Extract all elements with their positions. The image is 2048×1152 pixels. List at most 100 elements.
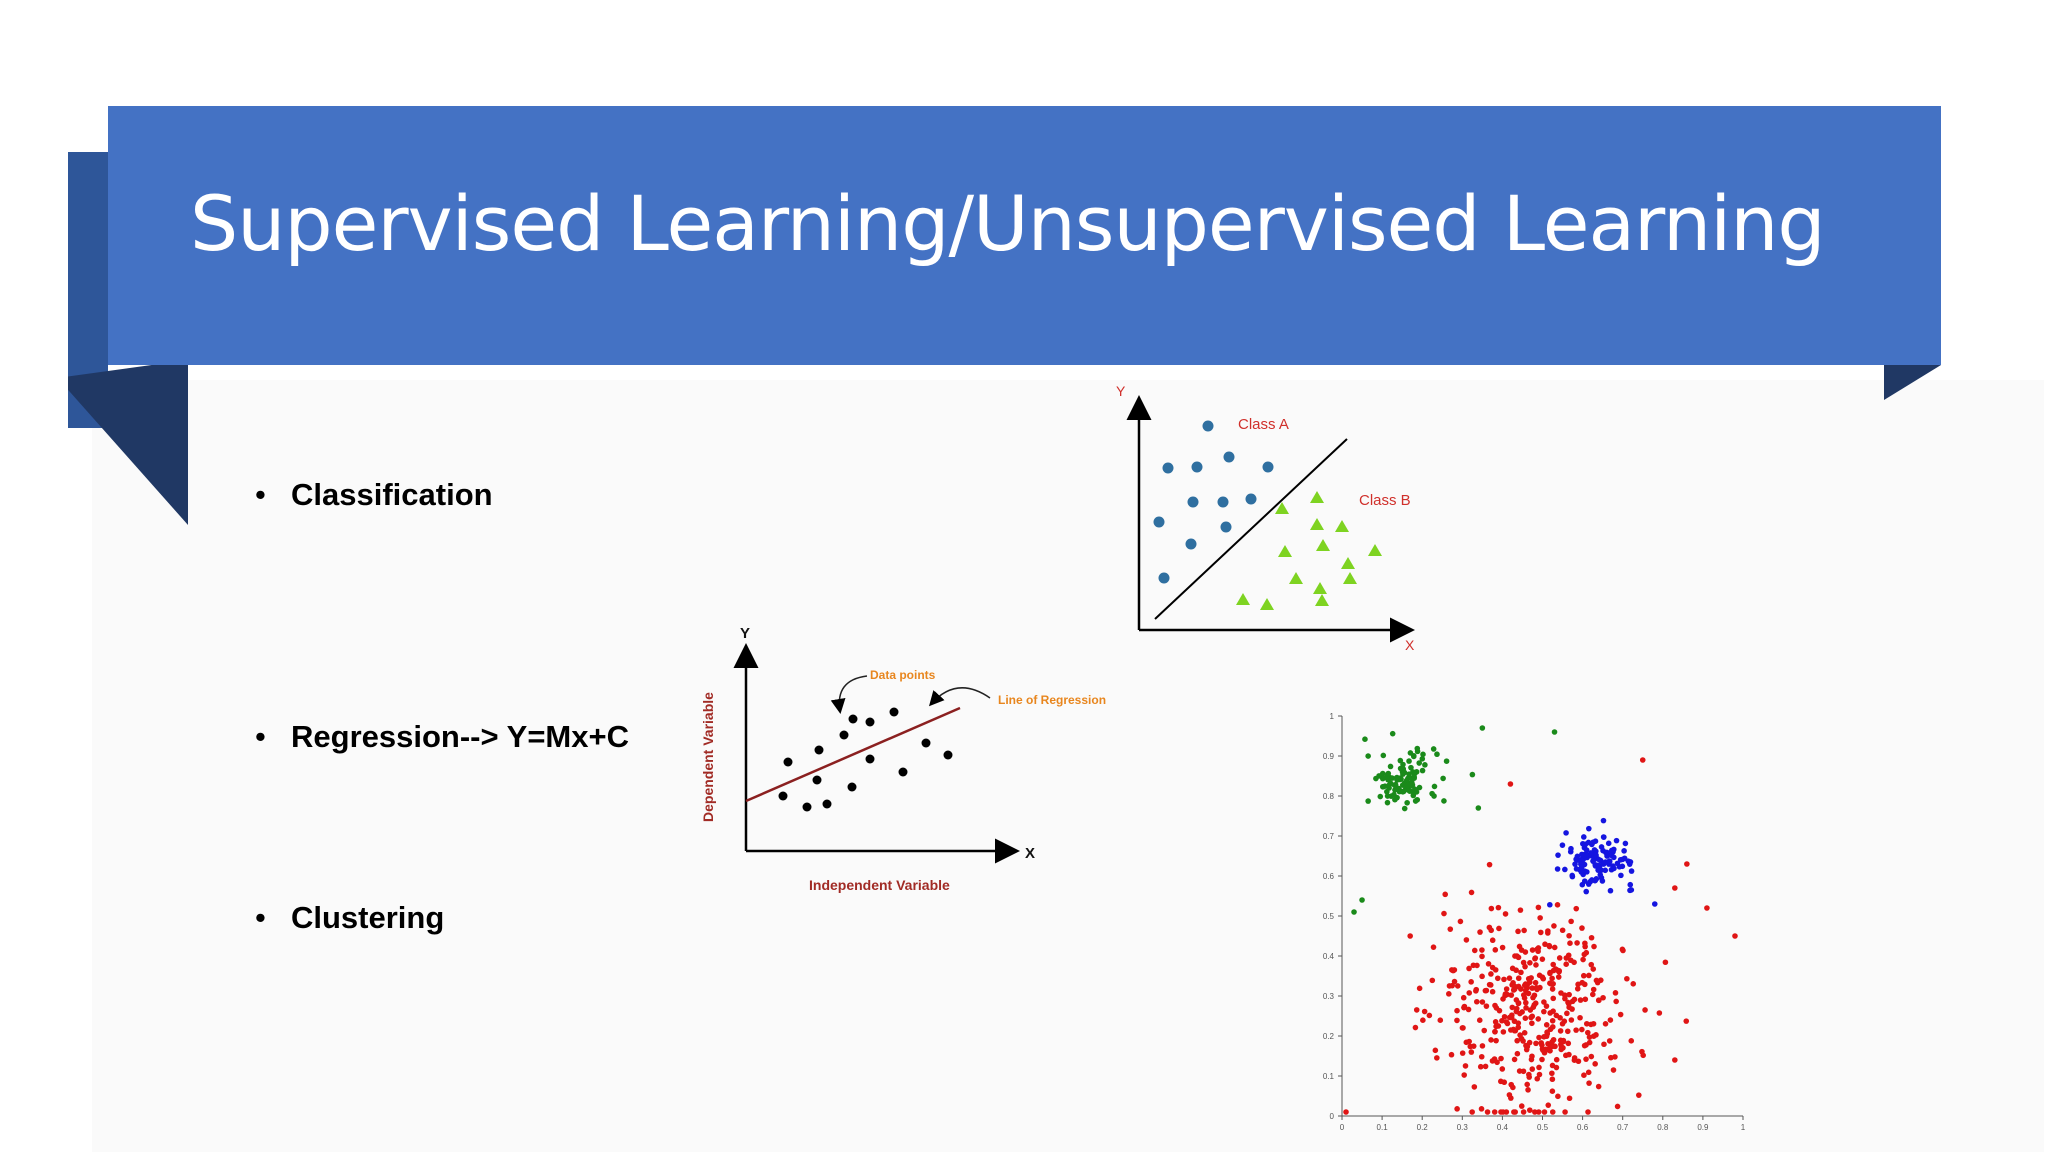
- cluster-point: [1416, 760, 1422, 766]
- cluster-point: [1624, 975, 1630, 982]
- cluster-point: [1579, 925, 1585, 931]
- cluster-point: [1377, 793, 1384, 800]
- cluster-point: [1383, 774, 1390, 781]
- class-b-point: [1260, 598, 1274, 610]
- cluster-point: [1419, 756, 1426, 762]
- class-a-point: [1262, 461, 1274, 473]
- cluster-point: [1553, 1064, 1560, 1071]
- cluster-point: [1577, 997, 1584, 1003]
- regression-point: [865, 754, 875, 764]
- cluster-point: [1470, 962, 1477, 969]
- cluster-point: [1586, 1080, 1592, 1086]
- cluster-point: [1538, 1040, 1545, 1046]
- cluster-point: [1557, 1028, 1564, 1034]
- cluster-point: [1451, 978, 1458, 985]
- cluster-point: [1496, 1007, 1503, 1014]
- cluster-point: [1442, 891, 1449, 898]
- cluster-point: [1511, 1018, 1518, 1025]
- slide-title: Supervised Learning/Unsupervised Learnin…: [190, 179, 1826, 268]
- cluster-point: [1537, 929, 1544, 936]
- regression-data-points: [778, 707, 953, 812]
- cluster-point: [1539, 1056, 1545, 1063]
- cluster-point: [1499, 944, 1506, 951]
- cluster-point: [1600, 834, 1607, 840]
- cluster-point: [1547, 1010, 1553, 1016]
- cluster-point: [1549, 1109, 1556, 1115]
- cluster-point: [1492, 1028, 1498, 1035]
- cluster-point: [1588, 1053, 1595, 1060]
- cluster-point: [1588, 850, 1594, 856]
- cluster-point: [1457, 918, 1464, 925]
- cluster-point: [1549, 1076, 1556, 1083]
- cluster-point: [1522, 1015, 1529, 1021]
- class-b-point: [1313, 582, 1327, 594]
- cluster-point: [1628, 887, 1635, 893]
- cluster-point: [1362, 736, 1368, 742]
- cluster-point: [1479, 947, 1485, 953]
- cluster-point: [1411, 774, 1418, 780]
- cluster-point: [1555, 852, 1561, 858]
- bullet-symbol: •: [255, 477, 266, 512]
- cluster-point: [1460, 1025, 1466, 1031]
- regression-point: [889, 707, 899, 717]
- cluster-point: [1461, 1072, 1468, 1078]
- cluster-point: [1392, 796, 1398, 803]
- cluster-point: [1506, 1092, 1513, 1098]
- cluster-point: [1613, 998, 1619, 1005]
- cluster-point: [1537, 915, 1543, 921]
- cluster-point: [1551, 944, 1558, 951]
- cluster-point: [1430, 746, 1437, 752]
- outlier-point: [1672, 1057, 1678, 1063]
- cluster-point: [1606, 1038, 1613, 1044]
- cluster-point: [1501, 1079, 1508, 1086]
- cluster-point: [1420, 751, 1426, 758]
- cluster-point: [1568, 957, 1574, 964]
- cluster-point: [1547, 901, 1553, 908]
- cluster-point: [1489, 988, 1496, 995]
- bullet-classification: Classification: [291, 477, 493, 512]
- cluster-point: [1533, 1040, 1539, 1047]
- cluster-point: [1509, 965, 1516, 972]
- cluster-point: [1515, 1024, 1522, 1031]
- cluster-point: [1604, 849, 1610, 856]
- cluster-point: [1499, 1066, 1506, 1072]
- cluster-point: [1566, 991, 1572, 998]
- cluster-point: [1627, 859, 1634, 865]
- cluster-point: [1593, 1032, 1599, 1038]
- cluster-point: [1547, 969, 1553, 976]
- cluster-point: [1521, 995, 1528, 1001]
- cluster-point: [1380, 783, 1387, 790]
- cluster-point: [1566, 1095, 1573, 1102]
- cluster-point: [1602, 859, 1609, 865]
- regression-point: [865, 717, 875, 727]
- cluster-point: [1596, 997, 1602, 1004]
- cluster-point: [1617, 1011, 1624, 1018]
- cluster-point: [1406, 758, 1412, 764]
- cluster-point: [1594, 979, 1601, 986]
- data-points-arrow: [830, 675, 868, 714]
- cluster-point: [1394, 774, 1400, 781]
- outlier-point: [1684, 861, 1690, 867]
- cluster-point: [1618, 872, 1624, 879]
- cluster-point: [1683, 1018, 1690, 1024]
- cluster-point: [1495, 1023, 1502, 1029]
- cluster-point: [1514, 1037, 1520, 1044]
- cluster-point: [1431, 793, 1437, 799]
- cluster-point: [1489, 937, 1496, 944]
- class-a-point: [1223, 451, 1235, 463]
- regression-figure: Y X Independent Variable Dependent Varia…: [700, 625, 1106, 893]
- cluster-point: [1586, 825, 1592, 832]
- cluster-point: [1572, 861, 1578, 867]
- cluster-point: [1561, 1018, 1568, 1025]
- cluster-point: [1535, 1109, 1542, 1115]
- cluster-point: [1553, 1056, 1560, 1063]
- cluster-point: [1590, 839, 1596, 846]
- cluster-point: [1429, 977, 1436, 984]
- class-a-point: [1202, 420, 1214, 432]
- cluster-point: [1407, 788, 1413, 794]
- cluster-point: [1584, 869, 1590, 875]
- cluster-point: [1508, 1081, 1515, 1088]
- cluster-point: [1585, 1109, 1591, 1115]
- cluster-point: [1526, 1039, 1533, 1046]
- cluster-point: [1491, 1109, 1498, 1115]
